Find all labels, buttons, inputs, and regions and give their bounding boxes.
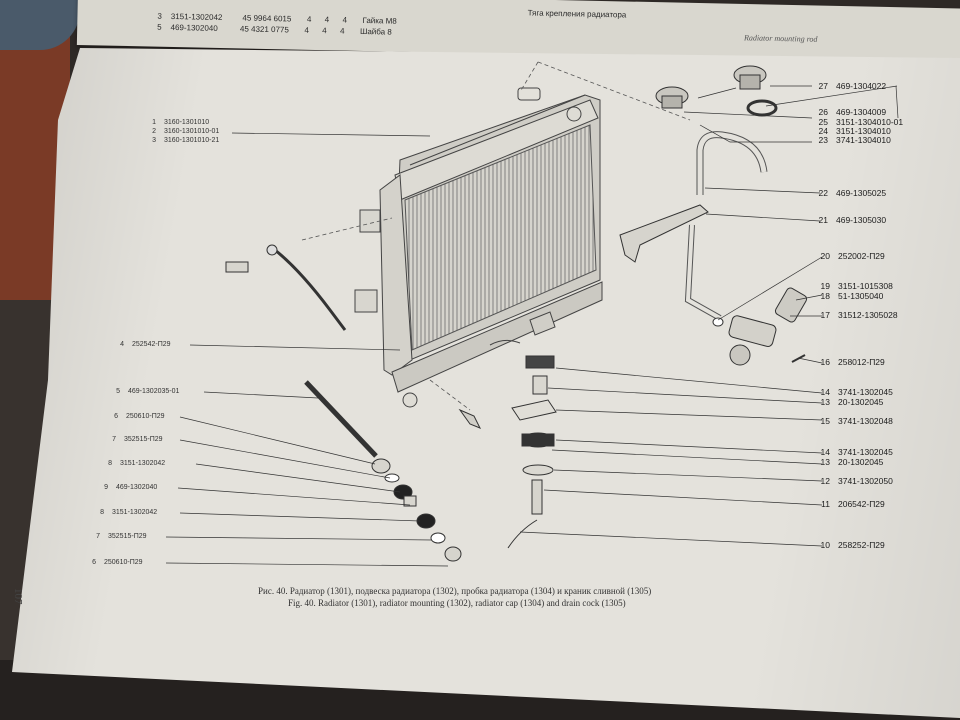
page-number: 107 <box>12 588 24 605</box>
figure-caption-en: Fig. 40. Radiator (1301), radiator mount… <box>288 598 626 608</box>
mount-stack <box>507 355 557 549</box>
drain-cock <box>728 287 808 366</box>
figure-caption-ru: Рис. 40. Радиатор (1301), подвеска радиа… <box>258 586 652 596</box>
leader-lines <box>165 85 899 567</box>
mounting-rod <box>225 244 482 562</box>
hose-and-bracket <box>619 131 768 327</box>
radiator-core <box>354 87 603 408</box>
radiator-caps <box>655 65 778 117</box>
